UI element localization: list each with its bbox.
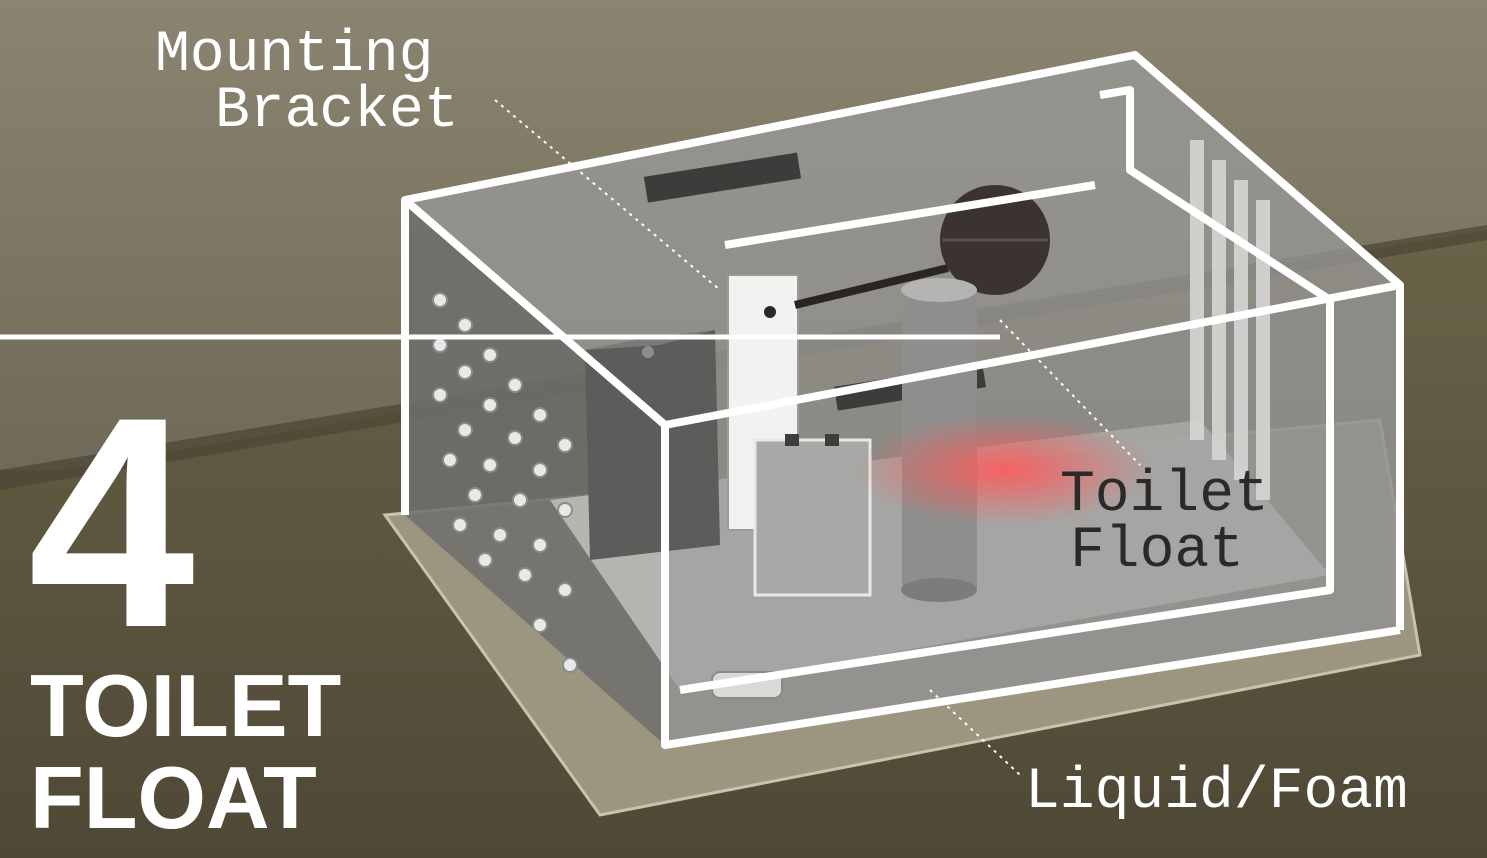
label-toilet-float: Toilet Float: [1060, 463, 1269, 584]
battery: [753, 438, 872, 597]
label-float-line2: Float: [1070, 519, 1245, 584]
leader-lines: [494, 99, 1141, 776]
float-arm: [794, 264, 949, 309]
top-bracket-left: [643, 152, 802, 203]
label-liquid-foam: Liquid/Foam: [1025, 760, 1408, 825]
step-title-line1: TOILET: [30, 656, 342, 755]
label-mounting-bracket: Mounting Bracket: [155, 23, 459, 144]
label-mounting-line1: Mounting: [155, 23, 434, 88]
bolt-grid: [432, 292, 578, 673]
heater-glow: [855, 415, 1155, 525]
label-float-line1: Toilet: [1060, 463, 1269, 528]
storage-container: [585, 330, 720, 560]
step-title-line2: FLOAT: [30, 748, 317, 847]
step-number: 4: [28, 354, 195, 690]
step-title: TOILET FLOAT: [30, 660, 341, 844]
label-mounting-line2: Bracket: [215, 79, 459, 144]
box-outline: [401, 51, 1404, 749]
